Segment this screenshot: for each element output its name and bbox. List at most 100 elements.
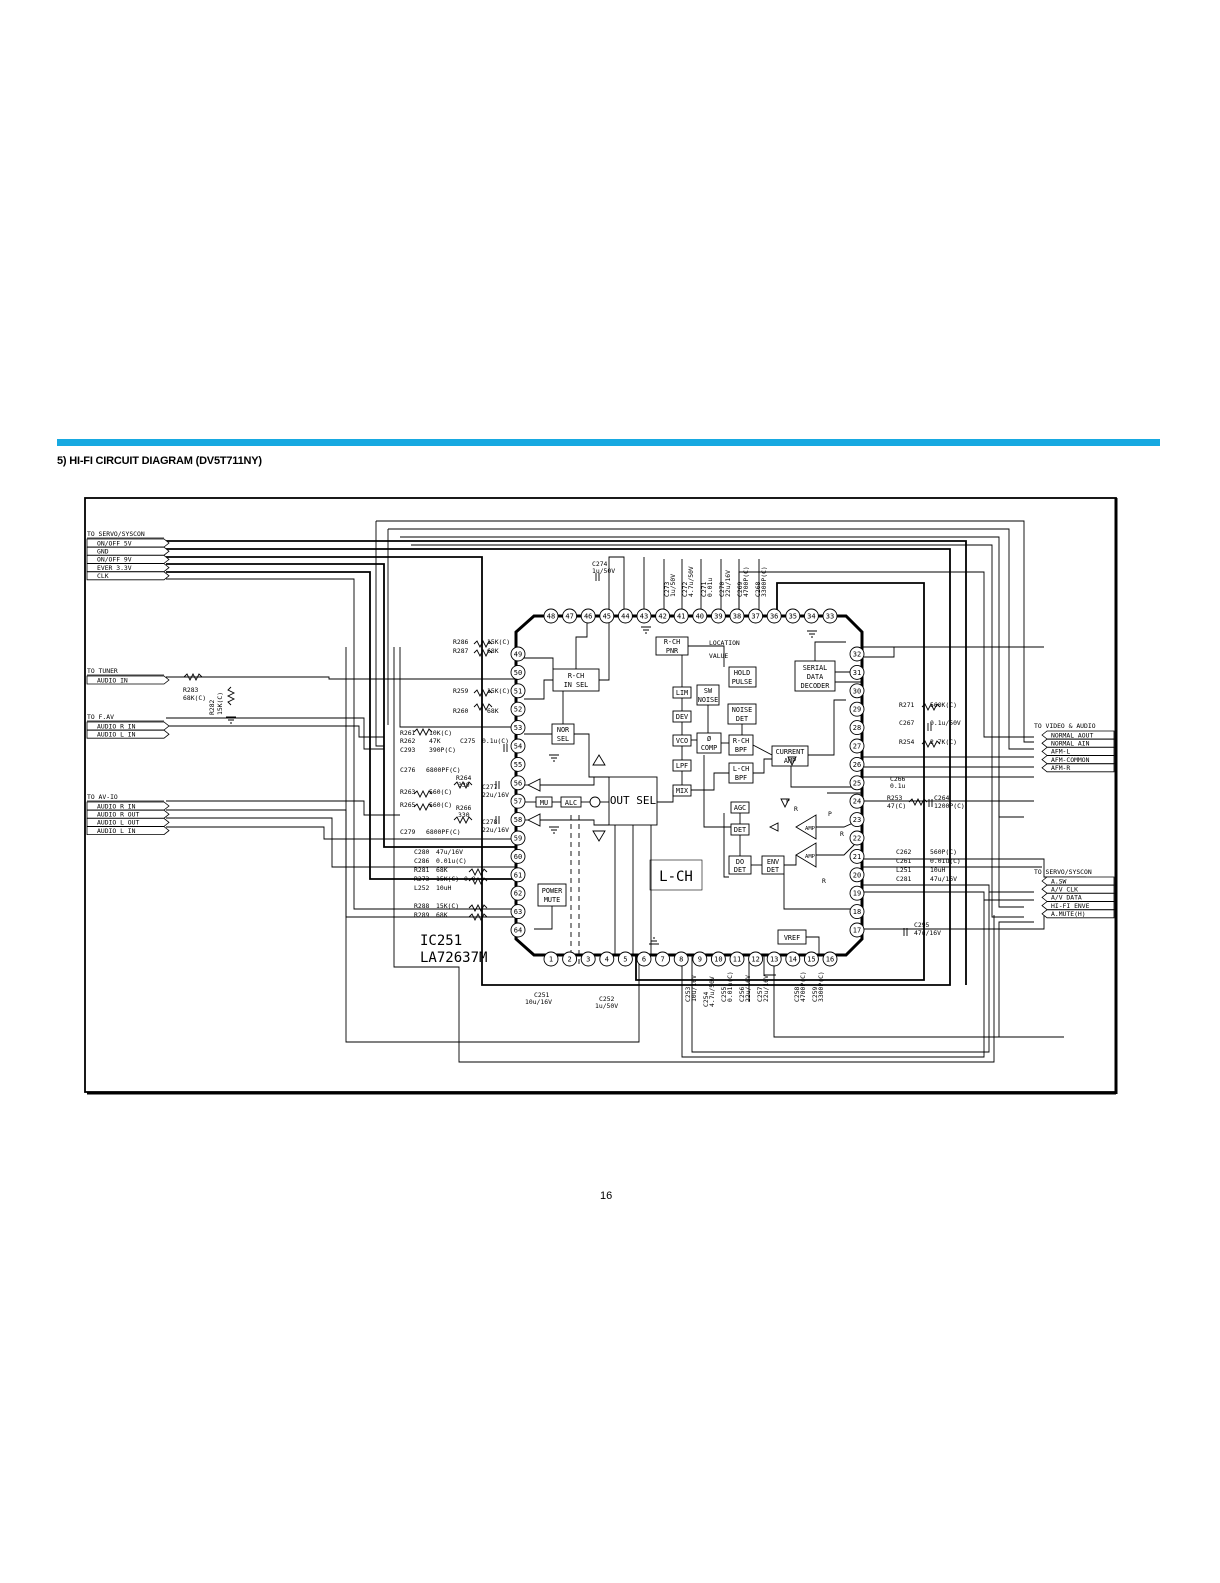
pin-22 <box>849 830 865 846</box>
connector-pin-servo_right-1 <box>1041 884 1115 894</box>
pin-label-30: 30 <box>853 687 861 695</box>
pin-label-15: 15 <box>807 956 815 964</box>
connector-pin-label-servo_right-0: A.SW <box>1051 877 1067 885</box>
pin-label-19: 19 <box>853 890 861 898</box>
connector-pin-label-video_audio-0: NORMAL AOUT <box>1051 731 1093 739</box>
pin-label-47: 47 <box>565 613 573 621</box>
value-r266: 330 <box>458 811 470 819</box>
ic-internal-symbols <box>526 754 797 967</box>
connector-pin-label-av_io-0: AUDIO R IN <box>97 802 136 810</box>
block-lim-label: LIM <box>676 689 688 697</box>
block-mu-label: MU <box>540 799 548 807</box>
pin-8 <box>673 951 689 967</box>
block-serial-decoder-line1: SERIAL <box>803 664 828 672</box>
label-c266: C266 <box>890 775 906 783</box>
pin-24 <box>849 793 865 809</box>
external-wiring <box>166 520 1086 1063</box>
label-c261: C261 <box>896 857 912 865</box>
value-c268: 3300P(C) <box>760 566 768 597</box>
connector-title-servo_top: TO SERVO/SYSCON <box>87 530 145 538</box>
label-c278: C278 <box>482 818 498 826</box>
value-c277: 22u/16V <box>482 791 509 799</box>
pin-60 <box>510 848 526 864</box>
pin-19 <box>849 885 865 901</box>
label-r262: R262 <box>400 737 416 745</box>
label-c293: C293 <box>400 746 416 754</box>
pin-label-45: 45 <box>603 613 611 621</box>
block-lpf-label: LPF <box>676 762 688 770</box>
value-c274: 1u/50V <box>592 567 615 575</box>
pin-label-42: 42 <box>658 613 666 621</box>
value-c266: 0.1u <box>890 782 906 790</box>
label-c269: C269 <box>736 581 744 597</box>
label-r263: R263 <box>400 788 416 796</box>
value-r254: 2.7K(C) <box>930 738 957 746</box>
connector-title-fav: TO F.AV <box>87 713 114 721</box>
connector-pin-label-servo_top-0: ON/OFF 5V <box>97 539 132 547</box>
connector-pin-fav-0 <box>86 721 170 731</box>
pin-label-43: 43 <box>640 613 648 621</box>
value-c273: 1u/50V <box>669 574 677 597</box>
block-serial-decoder-line2: DATA <box>807 673 823 681</box>
connector-title-av_io: TO AV-IO <box>87 793 118 801</box>
value-c272: 4.7u/50V <box>687 566 695 597</box>
label-c274: C274 <box>592 560 608 568</box>
buffer-amp-56 <box>526 778 541 792</box>
connector-pin-av_io-3 <box>86 826 170 836</box>
label-c262: C262 <box>896 848 912 856</box>
value-r288: 15K(C) <box>436 902 459 910</box>
value-r259: 15K(C) <box>487 687 510 695</box>
connector-pin-label-servo_top-3: EVER 3.3V <box>97 564 132 572</box>
label-c275: C275 <box>460 737 476 745</box>
pin-label-46: 46 <box>584 613 592 621</box>
pin-39 <box>710 608 726 624</box>
pin-label-57: 57 <box>514 798 522 806</box>
pin-label-29: 29 <box>853 706 861 714</box>
label-c258: C258 <box>793 986 801 1002</box>
block-env-det-line1: ENV <box>767 858 779 866</box>
value-c271: 0.01u <box>706 578 714 597</box>
value-r286: 15K(C) <box>487 638 510 646</box>
block-current-amp <box>771 745 809 767</box>
label-c270: C270 <box>718 581 726 597</box>
block-do-det-line2: DET <box>734 866 746 874</box>
label-r287: R287 <box>453 647 469 655</box>
connector-pin-label-av_io-2: AUDIO L OUT <box>97 819 139 827</box>
label-l251: L251 <box>896 866 912 874</box>
pin-label-2: 2 <box>567 956 571 964</box>
arrow-symbol-upper <box>780 798 790 809</box>
pin-17 <box>849 922 865 938</box>
pin-label-27: 27 <box>853 743 861 751</box>
label-c252: C252 <box>599 995 615 1003</box>
switch-letter-r-right: R <box>840 830 844 838</box>
pin-57 <box>510 793 526 809</box>
label-r259: R259 <box>453 687 469 695</box>
pin-40 <box>692 608 708 624</box>
label-c259: C259 <box>811 986 819 1002</box>
block-l-ch-bpf-line1: L-CH <box>733 765 749 773</box>
page-number: 16 <box>600 1190 613 1202</box>
value-c281: 47u/16V <box>930 875 957 883</box>
pin-35 <box>785 608 801 624</box>
value-c257: 22u/16V <box>762 975 770 1002</box>
pin-label-11: 11 <box>733 956 741 964</box>
label-c251: C251 <box>534 991 550 999</box>
pin-23 <box>849 812 865 828</box>
pin-label-51: 51 <box>514 687 522 695</box>
pin-label-48: 48 <box>547 613 555 621</box>
value-r265: 560(C) <box>429 801 452 809</box>
block-noise-det-line1: NOISE <box>732 706 752 714</box>
pin-58 <box>510 812 526 828</box>
pin-61 <box>510 867 526 883</box>
pin-label-40: 40 <box>696 613 704 621</box>
arrow-symbol-lower <box>768 822 779 832</box>
pin-label-23: 23 <box>853 816 861 824</box>
value-r263: 560(C) <box>429 788 452 796</box>
connector-title-servo_right: TO SERVO/SYSCON <box>1034 868 1092 876</box>
amp-lower-label: AMP <box>805 854 816 860</box>
pin-label-64: 64 <box>514 927 522 935</box>
pin-label-18: 18 <box>853 908 861 916</box>
amp-upper-label: AMP <box>805 826 816 832</box>
pin-label-25: 25 <box>853 779 861 787</box>
